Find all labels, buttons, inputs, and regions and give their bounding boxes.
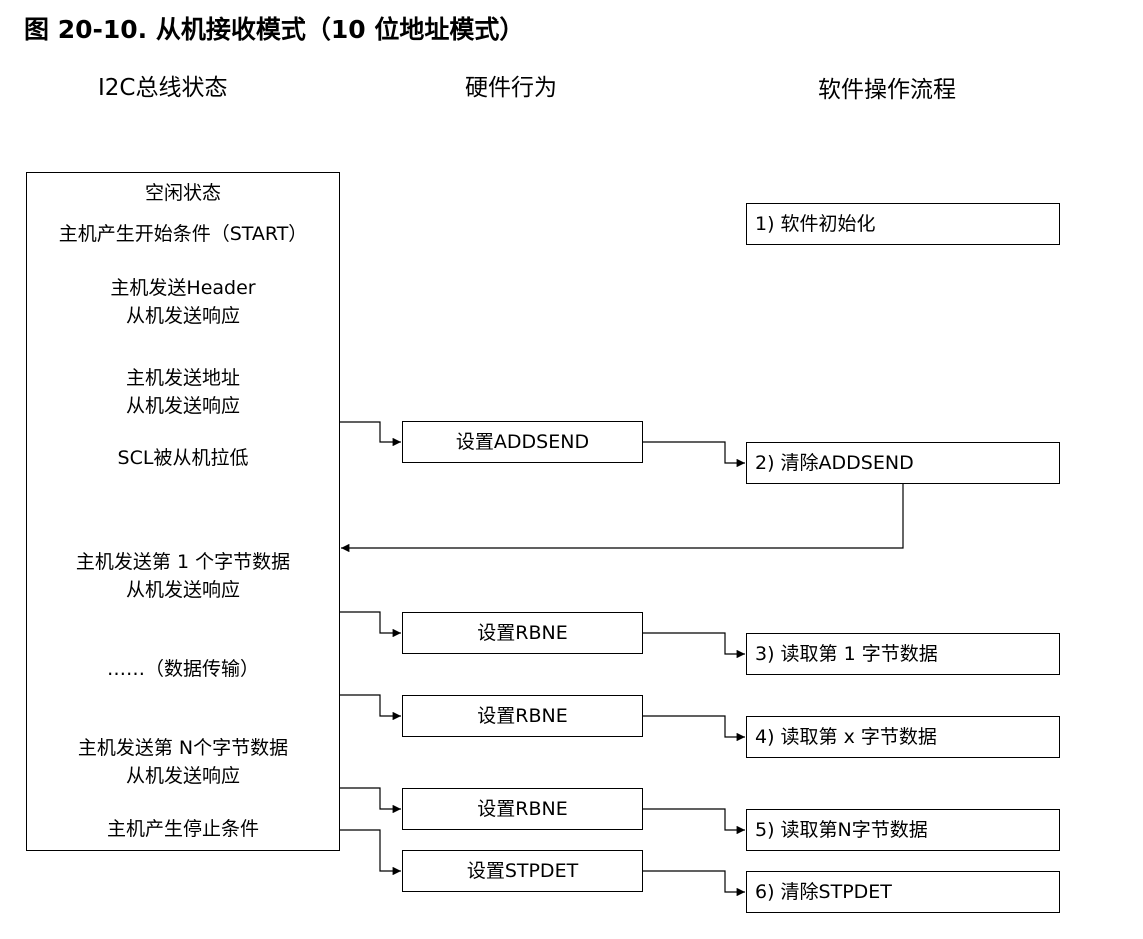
software-label: 2) 清除ADDSEND bbox=[755, 452, 914, 474]
hardware-label: 设置RBNE bbox=[477, 798, 568, 820]
bus-state-label: ……（数据传输） bbox=[106, 657, 259, 680]
connector-arrow bbox=[340, 611, 401, 638]
bus-state-label-2: 从机发送响应 bbox=[125, 764, 240, 787]
software-label: 1) 软件初始化 bbox=[755, 213, 876, 235]
bus-state-nth-byte: 主机发送第 N个字节数据 从机发送响应 bbox=[26, 715, 340, 809]
software-label: 4) 读取第 x 字节数据 bbox=[755, 726, 937, 748]
hardware-set-addsend: 设置ADDSEND bbox=[402, 421, 643, 463]
connector-arrow bbox=[643, 870, 745, 897]
bus-state-label: 空闲状态 bbox=[144, 182, 221, 204]
bus-state-label-2: 从机发送响应 bbox=[125, 395, 240, 417]
connector-arrow bbox=[643, 715, 745, 742]
connector-arrow bbox=[341, 484, 904, 553]
software-step-init: 1) 软件初始化 bbox=[746, 203, 1060, 245]
software-step-read-x: 4) 读取第 x 字节数据 bbox=[746, 716, 1060, 758]
bus-state-first-byte: 主机发送第 1 个字节数据 从机发送响应 bbox=[26, 529, 340, 623]
bus-state-stop: 主机产生停止条件 bbox=[26, 808, 340, 851]
bus-state-label-2: 从机发送响应 bbox=[125, 578, 240, 601]
hardware-set-rbne-2: 设置RBNE bbox=[402, 695, 643, 737]
hardware-label: 设置STPDET bbox=[466, 860, 579, 882]
bus-state-header: 主机发送Header 从机发送响应 bbox=[26, 255, 340, 349]
software-step-clear-stpdet: 6) 清除STPDET bbox=[746, 871, 1060, 913]
bus-state-label: 主机发送第 N个字节数据 bbox=[77, 736, 289, 759]
hardware-set-stpdet: 设置STPDET bbox=[402, 850, 643, 892]
software-label: 3) 读取第 1 字节数据 bbox=[755, 643, 938, 665]
hardware-label: 设置RBNE bbox=[477, 705, 568, 727]
software-label: 5) 读取第N字节数据 bbox=[755, 819, 928, 841]
software-step-clear-addsend: 2) 清除ADDSEND bbox=[746, 442, 1060, 484]
software-step-read-n: 5) 读取第N字节数据 bbox=[746, 809, 1060, 851]
hardware-label: 设置RBNE bbox=[477, 622, 568, 644]
bus-state-label: 主机发送Header bbox=[110, 276, 256, 299]
bus-state-label: 主机产生停止条件 bbox=[106, 818, 259, 840]
connector-arrow bbox=[340, 421, 401, 447]
figure-title: 图 20-10. 从机接收模式（10 位地址模式） bbox=[24, 15, 525, 44]
software-step-read-first: 3) 读取第 1 字节数据 bbox=[746, 633, 1060, 675]
bus-state-address: 主机发送地址 从机发送响应 bbox=[26, 348, 340, 437]
bus-state-label: 主机发送第 1 个字节数据 bbox=[75, 550, 291, 573]
hardware-set-rbne-1: 设置RBNE bbox=[402, 612, 643, 654]
bus-state-label: 主机产生开始条件（START） bbox=[58, 223, 308, 245]
bus-state-idle: 空闲状态 bbox=[26, 172, 340, 214]
connector-arrow bbox=[643, 808, 745, 835]
connector-arrow bbox=[340, 787, 401, 814]
bus-state-label: 主机发送地址 bbox=[125, 367, 240, 389]
software-label: 6) 清除STPDET bbox=[755, 881, 892, 903]
bus-state-label-2: 从机发送响应 bbox=[125, 304, 240, 327]
column-header-bus-state: I2C总线状态 bbox=[98, 75, 228, 101]
bus-state-scl-stretch: SCL被从机拉低 bbox=[26, 436, 340, 530]
connector-arrow bbox=[340, 694, 401, 721]
column-header-software: 软件操作流程 bbox=[818, 77, 956, 103]
bus-state-label: SCL被从机拉低 bbox=[117, 447, 249, 469]
connector-arrow bbox=[643, 441, 745, 468]
hardware-label: 设置ADDSEND bbox=[455, 431, 590, 453]
bus-state-data-transfer: ……（数据传输） bbox=[26, 622, 340, 716]
column-header-hardware: 硬件行为 bbox=[465, 75, 557, 101]
hardware-set-rbne-3: 设置RBNE bbox=[402, 788, 643, 830]
connector-arrow bbox=[340, 829, 401, 876]
connector-arrow bbox=[643, 632, 745, 659]
